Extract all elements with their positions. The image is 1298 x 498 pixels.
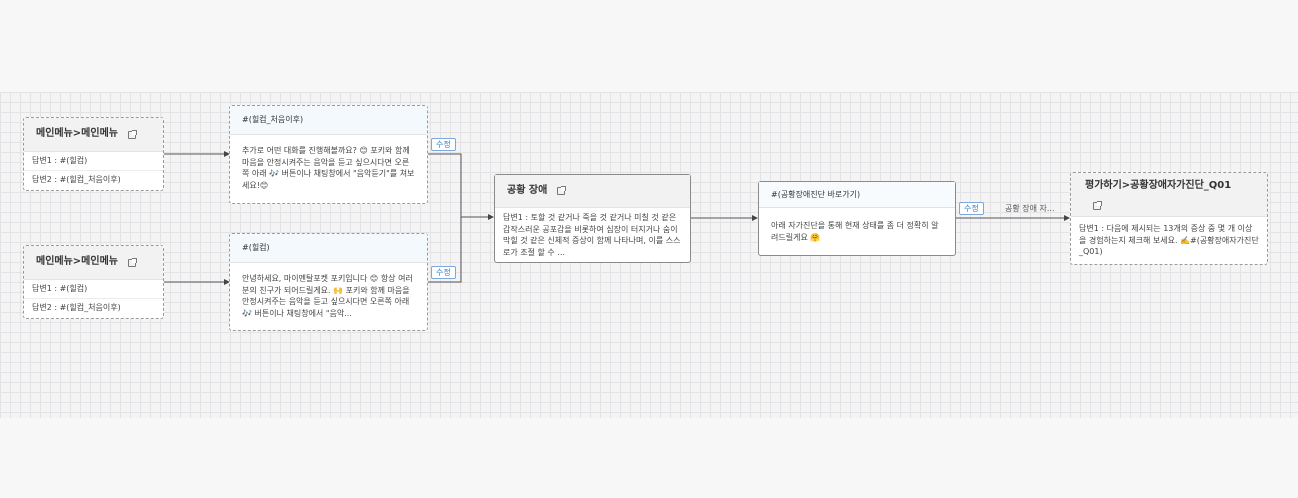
node-welcome-body: 안녕하세요, 마이멘탈포켓 포키입니다 😊 항상 여러분의 친구가 되어드릴게요… [242,274,413,318]
node-title: 메인메뉴>메인메뉴 [36,128,118,140]
node-welcome-after-header: #(힐컴_처음이후) [230,106,427,135]
edit-tag[interactable]: 수정 [431,138,456,151]
node-title: 공황 장애 [507,184,548,196]
answer-row: 답변2 : #(힐컴_처음이후) [32,174,121,184]
node-title: 메인메뉴>메인메뉴 [36,256,118,268]
node-main-menu-1[interactable]: 메인메뉴>메인메뉴 답변1 : #(힐컴) 답변2 : #(힐컴_처음이후) [23,117,164,191]
answer-row: 답변1 : #(힐컴) [24,152,163,171]
node-panic-body: 답변1 : 토할 것 같거나 죽을 것 같거나 미칠 것 같은 갑작스러운 공포… [503,213,681,257]
node-main-menu-1-header: 메인메뉴>메인메뉴 [24,118,163,152]
node-welcome[interactable]: #(힐컴) 안녕하세요, 마이멘탈포켓 포키입니다 😊 항상 여러분의 친구가 … [229,233,428,331]
external-link-icon[interactable] [1093,200,1102,210]
external-link-icon[interactable] [127,129,137,139]
answer-row: 답변2 : #(힐컴_처음이후) [32,302,121,312]
node-main-menu-2-header: 메인메뉴>메인메뉴 [24,246,163,280]
node-welcome-header: #(힐컴) [230,234,427,263]
external-link-icon[interactable] [557,186,567,195]
edit-tag[interactable]: 수정 [431,266,456,279]
edge-label-to-eval: 공황 장애 자... [1005,204,1055,213]
node-title: 평가하기>공황장애자가진단_Q01 [1085,180,1232,192]
external-link-icon[interactable] [127,257,137,267]
answer-row: 답변1 : #(힐컴) [24,280,163,299]
node-evaluation[interactable]: 평가하기>공황장애자가진단_Q01 답변1 : 다음에 제시되는 13개의 증상… [1070,172,1268,265]
node-panic-disorder[interactable]: 공황 장애 답변1 : 토할 것 같거나 죽을 것 같거나 미칠 것 같은 갑작… [494,174,691,263]
node-selfcheck-link[interactable]: #(공황장애진단 바로가기) 아래 자가진단을 통해 현재 상태를 좀 더 정확… [758,181,956,256]
node-main-menu-2[interactable]: 메인메뉴>메인메뉴 답변1 : #(힐컴) 답변2 : #(힐컴_처음이후) [23,245,164,319]
node-evaluation-body: 답변1 : 다음에 제시되는 13개의 증상 중 몇 개 이상을 경험하는지 체… [1079,224,1259,257]
node-welcome-after-body: 추가로 어떤 대화를 진행해볼까요? 😊 포키와 함께 마음을 안정시켜주는 음… [242,146,415,190]
node-evaluation-header: 평가하기>공황장애자가진단_Q01 [1071,173,1267,217]
node-welcome-after[interactable]: #(힐컴_처음이후) 추가로 어떤 대화를 진행해볼까요? 😊 포키와 함께 마… [229,105,428,204]
node-selfcheck-header: #(공황장애진단 바로가기) [759,182,955,208]
edit-tag[interactable]: 수정 [959,202,984,215]
node-panic-disorder-header: 공황 장애 [495,175,690,208]
node-selfcheck-body: 아래 자가진단을 통해 현재 상태를 좀 더 정확히 알려드릴게요 🤗 [771,221,939,242]
